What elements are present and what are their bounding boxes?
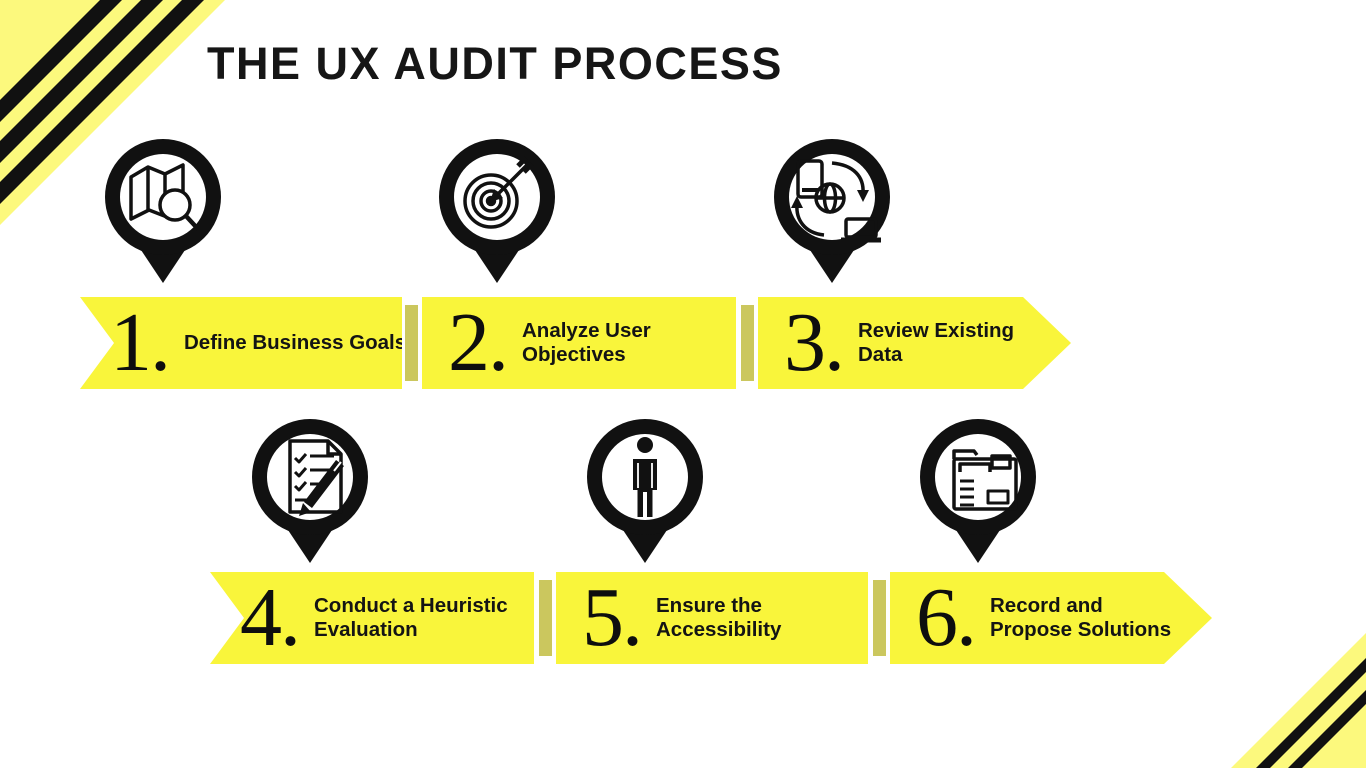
banner-separator [539,580,552,656]
folder-records-icon [920,419,1036,563]
banner-separator [741,305,754,381]
step-number: 3. [784,295,843,389]
device-sync-icon [774,139,890,283]
step-banner-1: 1. Define Business Goals [80,297,402,389]
step-number: 6. [916,570,975,664]
striped-corner-bottom-right-decoration [1231,633,1366,768]
step-banner-4: 4. Conduct a Heuristic Evaluation [210,572,534,664]
step-label: Ensure the Accessibility [656,593,782,641]
banner-separator [873,580,886,656]
map-search-icon [105,139,221,283]
banner-separator [405,305,418,381]
person-icon [587,419,703,563]
target-arrow-icon [439,139,555,283]
step-label: Analyze User Objectives [522,318,651,366]
step-label: Review Existing Data [858,318,1015,366]
step-label: Define Business Goals [184,330,407,354]
step-number: 1. [110,295,171,389]
step-number: 5. [582,570,643,664]
step-label: Conduct a Heuristic Evaluation [314,593,508,641]
step-label: Record and Propose Solutions [990,593,1172,641]
step-banner-6: 6. Record and Propose Solutions [890,572,1212,664]
step-number: 2. [448,295,509,389]
step-banner-5: 5. Ensure the Accessibility [556,572,868,664]
step-banner-3: 3. Review Existing Data [758,297,1071,389]
page-title: THE UX AUDIT PROCESS [207,38,783,89]
checklist-pencil-icon [252,419,368,563]
striped-corner-top-left-decoration [0,0,225,225]
step-number: 4. [240,570,301,664]
step-banner-2: 2. Analyze User Objectives [422,297,736,389]
